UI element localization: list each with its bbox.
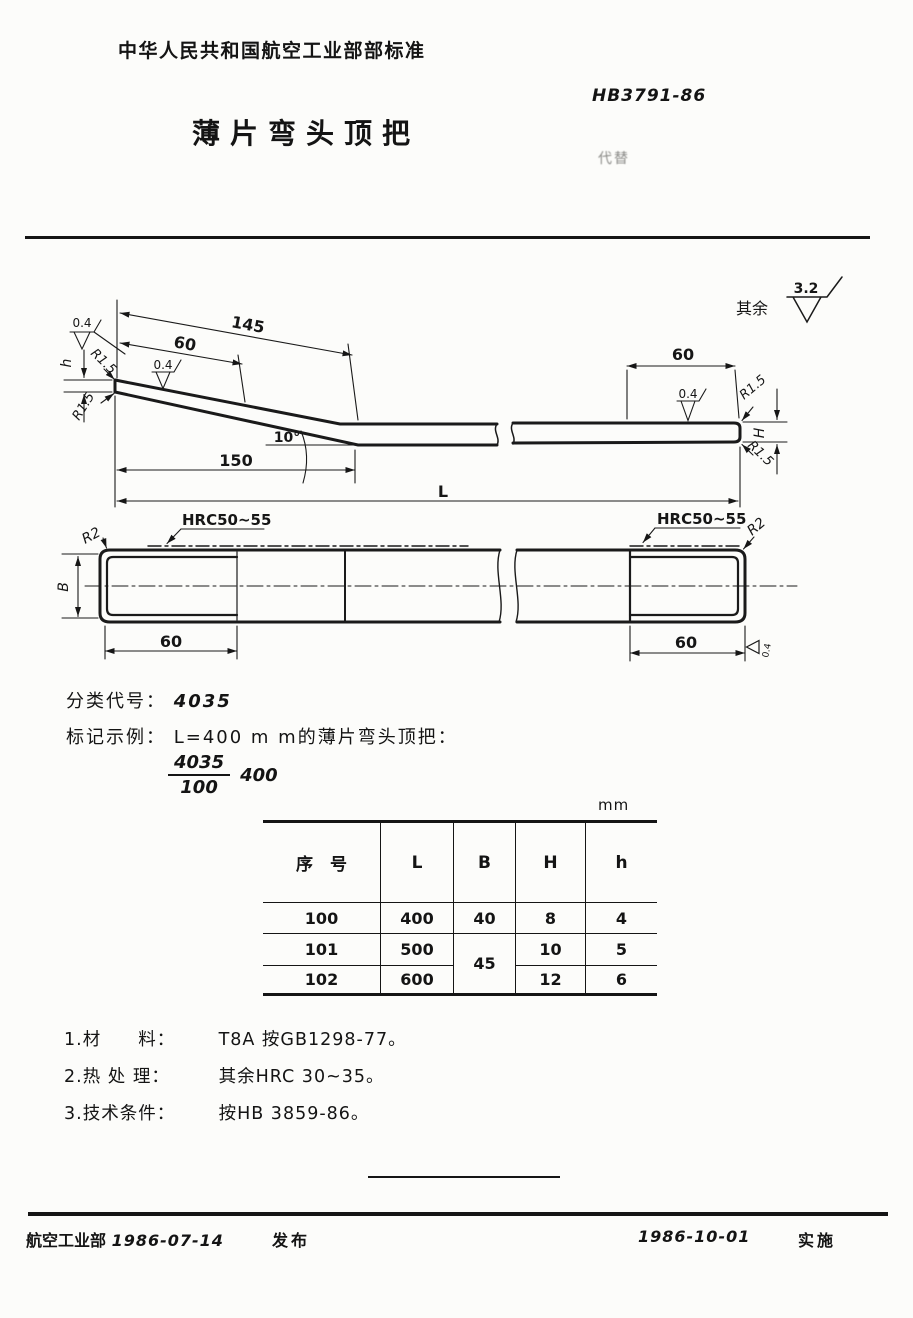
dim-145-label: 145 [230,312,266,337]
drawing-linework [61,276,843,662]
table-cell-h-6: 6 [585,965,657,993]
roughness-rest-label: 其余 [736,299,768,318]
radius-r15-end-bottom-label: R1.5 [744,438,776,469]
designation-example-line: 标记示例： L=400 m m的薄片弯头顶把： [66,723,458,749]
footer-org-and-issue-date: 航空工业部 1986-07-14 [26,1227,224,1251]
footer-divider [28,1212,888,1216]
hardness-zone-left-label: HRC50~55 [182,511,271,529]
radius-r15-tip-top-label: R1.5 [87,346,119,377]
roughness-04-tip-label: 0.4 [72,316,91,330]
header-divider [25,236,870,239]
table-cell-L-400: 400 [380,902,453,933]
col-header-h: h [585,823,657,902]
table-cell-H-12: 12 [515,965,585,993]
dim-60-plan-left-label: 60 [160,632,182,651]
footer-implementation-date: 1986-10-01 [638,1227,751,1246]
footer-issue-date: 1986-07-14 [111,1231,224,1250]
notes-block: 1.材 料： T8A 按GB1298-77。 2.热 处 理： 其余HRC 30… [64,1022,407,1133]
note-heat-treatment-text: 其余HRC 30~35。 [218,1067,385,1087]
designation-example-text: L=400 m m的薄片弯头顶把： [173,727,458,748]
radius-r15-tip-bottom-label: R1.5 [70,390,98,423]
footer-issue-label: 发布 [272,1231,311,1250]
footer-implementation-label: 实施 [798,1231,837,1250]
col-header-L: L [380,823,453,902]
classification-code-value: 4035 [173,691,232,712]
note-material-label: 1.材 料： [64,1030,176,1050]
table-cell-h-4: 4 [585,902,657,933]
dim-60-right-label: 60 [672,345,694,364]
designation-denominator: 100 [180,777,218,798]
dim-H-label: H [752,427,768,438]
dim-60-incline-label: 60 [172,332,197,355]
dim-B-label: B [56,582,72,592]
roughness-04-end-face-label: 0.4 [761,642,774,658]
footer-org: 航空工业部 [26,1231,107,1250]
table-cell-L-600: 600 [380,965,453,993]
dim-h-label: h [59,359,75,368]
table-unit-label: mm [598,796,630,814]
hardness-zone-right-label: HRC50~55 [657,510,746,528]
note-tech-conditions-text: 按HB 3859-86。 [218,1104,370,1124]
note-material: 1.材 料： T8A 按GB1298-77。 [64,1022,407,1059]
radius-r2-left-label: R2 [79,525,103,548]
dim-60-plan-right-label: 60 [675,633,697,652]
designation-suffix: 400 [240,765,278,786]
roughness-rest-value: 3.2 [794,281,819,297]
classification-code-line: 分类代号： 4035 [66,687,232,713]
table-cell-no-100: 100 [263,902,380,933]
table-cell-B-45-merged: 45 [453,933,515,993]
note-heat-treatment-label: 2.热 处 理： [64,1067,170,1087]
radius-r15-end-top-label: R1.5 [737,372,769,403]
technical-drawing: 其余 3.2 145 60 0.4 0.4 0.4 h R1.5 R1.5 10… [56,276,843,662]
note-material-text: T8A 按GB1298-77。 [218,1030,407,1050]
dim-L-label: L [438,482,448,501]
bottom-short-divider [368,1176,560,1178]
table-cell-no-101: 101 [263,933,380,965]
angle-10-label: 10° [274,430,300,446]
table-cell-B-40: 40 [453,902,515,933]
dim-150-label: 150 [219,451,252,470]
standard-org-heading: 中华人民共和国航空工业部部标准 [118,40,426,62]
col-header-no: 序 号 [296,855,347,875]
designation-fraction: 4035 100 400 [168,752,278,798]
roughness-04-right-label: 0.4 [678,387,697,401]
col-header-H: H [515,823,585,902]
table-cell-H-10: 10 [515,933,585,965]
radius-r2-right-label: R2 [744,515,769,539]
table-cell-L-500: 500 [380,933,453,965]
note-tech-conditions-label: 3.技术条件： [64,1104,176,1124]
standard-number: HB3791-86 [592,86,707,106]
size-table: 序 号 L B H h 100 400 40 8 4 101 500 45 10… [263,820,657,996]
supersede-note: 代替 [598,151,630,167]
note-heat-treatment: 2.热 处 理： 其余HRC 30~35。 [64,1059,407,1096]
designation-numerator: 4035 [168,752,231,776]
classification-code-label: 分类代号： [66,691,166,712]
note-tech-conditions: 3.技术条件： 按HB 3859-86。 [64,1096,407,1133]
table-cell-H-8: 8 [515,902,585,933]
designation-example-label: 标记示例： [66,727,166,748]
page-title: 薄片弯头顶把 [192,117,421,150]
table-cell-no-102: 102 [263,965,380,993]
roughness-04-mid-label: 0.4 [153,358,172,372]
table-cell-h-5: 5 [585,933,657,965]
col-header-B: B [453,823,515,902]
